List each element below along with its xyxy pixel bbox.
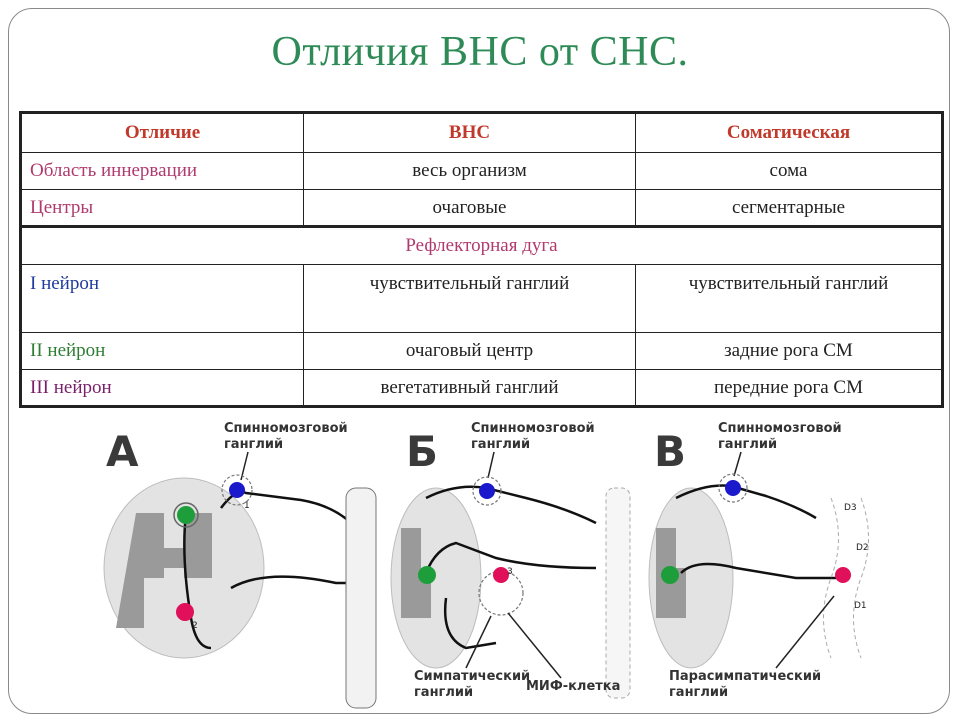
somatic-cell: сегментарные [635,189,943,227]
panel-letter: Б [406,427,438,476]
neuron-number: 1 [244,501,250,511]
neuron-green [661,566,679,584]
segment-label: D1 [854,601,867,611]
neuron-number: 3 [507,567,513,577]
panel-a: А Спинномозговой ганглий 1 2 [103,421,377,709]
vns-cell: вегетативный ганглий [303,369,636,407]
panel-b: Б Спинномозговой ганглий 3 Симпатический… [390,421,631,700]
table-row: III нейрон вегетативный ганглий передние… [20,369,943,407]
muscle [345,487,377,709]
grey-matter [401,528,431,618]
ganglion-label: Спинномозговой [224,421,348,436]
row-label: III нейрон [20,369,304,407]
panel-c: В Спинномозговой ганглий D3 D2 D1 Параси… [648,421,869,700]
vns-cell: очаговые [303,189,636,227]
bottom-label: ганглий [414,685,473,700]
panel-letter: А [106,427,139,476]
row-label: Область иннервации [20,152,304,190]
grey-matter [116,513,212,628]
comparison-table: Отличие ВНС Соматическая Область иннерва… [19,111,944,408]
neuron-green [177,506,195,524]
header-difference: Отличие [20,112,304,153]
neuron-blue [479,483,495,499]
table-header-row: Отличие ВНС Соматическая [20,112,943,153]
neuron-pink [835,567,851,583]
bottom-label: ганглий [669,685,728,700]
table-row: Центры очаговые сегментарные [20,189,943,227]
section-row: Рефлекторная дуга [20,225,943,265]
reflex-arc-diagram: А Спинномозговой ганглий 1 2 Б Спинномоз… [103,421,869,709]
somatic-cell: чувствительный ганглий [635,264,943,333]
ganglion-label: Спинномозговой [471,421,595,436]
neuron-blue [229,482,245,498]
bottom-label: Симпатический [414,669,530,684]
ganglion-label: ганглий [224,437,283,452]
neuron-pink [176,603,194,621]
ganglion-label: Спинномозговой [718,421,842,436]
table-row: I нейрон чувствительный ганглий чувствит… [20,264,943,333]
row-label: II нейрон [20,332,304,370]
mif-cell-label: МИФ-клетка [526,679,620,694]
neuron-blue [725,480,741,496]
row-label: I нейрон [20,264,304,333]
bottom-label: Парасимпатический [669,669,821,684]
row-label: Центры [20,189,304,227]
reflex-arc-heading: Рефлекторная дуга [20,225,943,265]
header-somatic: Соматическая [635,112,943,153]
segment-label: D2 [856,543,869,553]
table-row: Область иннервации весь организм сома [20,152,943,190]
somatic-cell: сома [635,152,943,190]
neuron-pink [493,567,509,583]
organ-tissue [605,487,631,699]
panel-letter: В [654,427,686,476]
somatic-cell: передние рога СМ [635,369,943,407]
header-vns: ВНС [303,112,636,153]
vns-cell: весь организм [303,152,636,190]
ganglion-label: ганглий [471,437,530,452]
vns-cell: чувствительный ганглий [303,264,636,333]
slide-title: Отличия ВНС от СНС. [271,29,689,75]
vns-cell: очаговый центр [303,332,636,370]
somatic-cell: задние рога СМ [635,332,943,370]
ganglion-label: ганглий [718,437,777,452]
segment-label: D3 [844,503,857,513]
table-row: II нейрон очаговый центр задние рога СМ [20,332,943,370]
neuron-number: 2 [192,621,198,631]
neuron-green [418,566,436,584]
